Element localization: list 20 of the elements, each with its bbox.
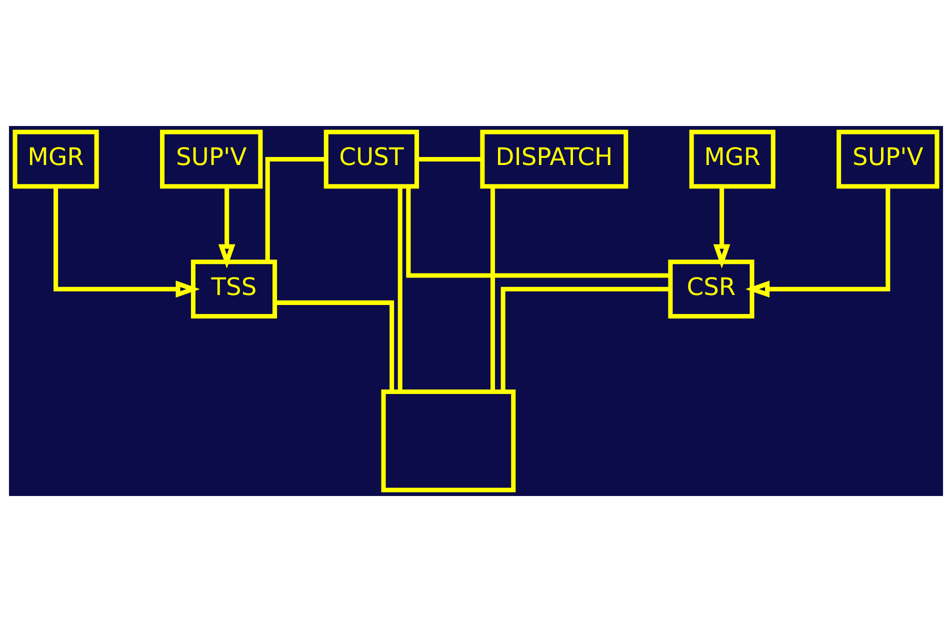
node-box	[381, 390, 516, 492]
arrow	[218, 186, 236, 268]
node-box: MGR	[12, 130, 99, 189]
arrow	[713, 186, 730, 268]
node-box: DISPATCH	[480, 130, 628, 189]
connector	[417, 156, 482, 162]
connector	[265, 156, 326, 262]
arrow	[745, 186, 890, 298]
arrow	[54, 186, 200, 298]
connector	[500, 286, 670, 392]
connector	[406, 186, 670, 278]
node-box: CUST	[324, 130, 419, 189]
node-box: SUP'V	[836, 130, 940, 189]
node-box: MGR	[689, 130, 776, 189]
connector	[398, 186, 402, 392]
connector	[490, 186, 495, 392]
connector	[275, 300, 394, 392]
node-box: TSS	[190, 260, 278, 319]
node-box: CSR	[668, 260, 754, 319]
node-box: SUP'V	[160, 130, 263, 189]
